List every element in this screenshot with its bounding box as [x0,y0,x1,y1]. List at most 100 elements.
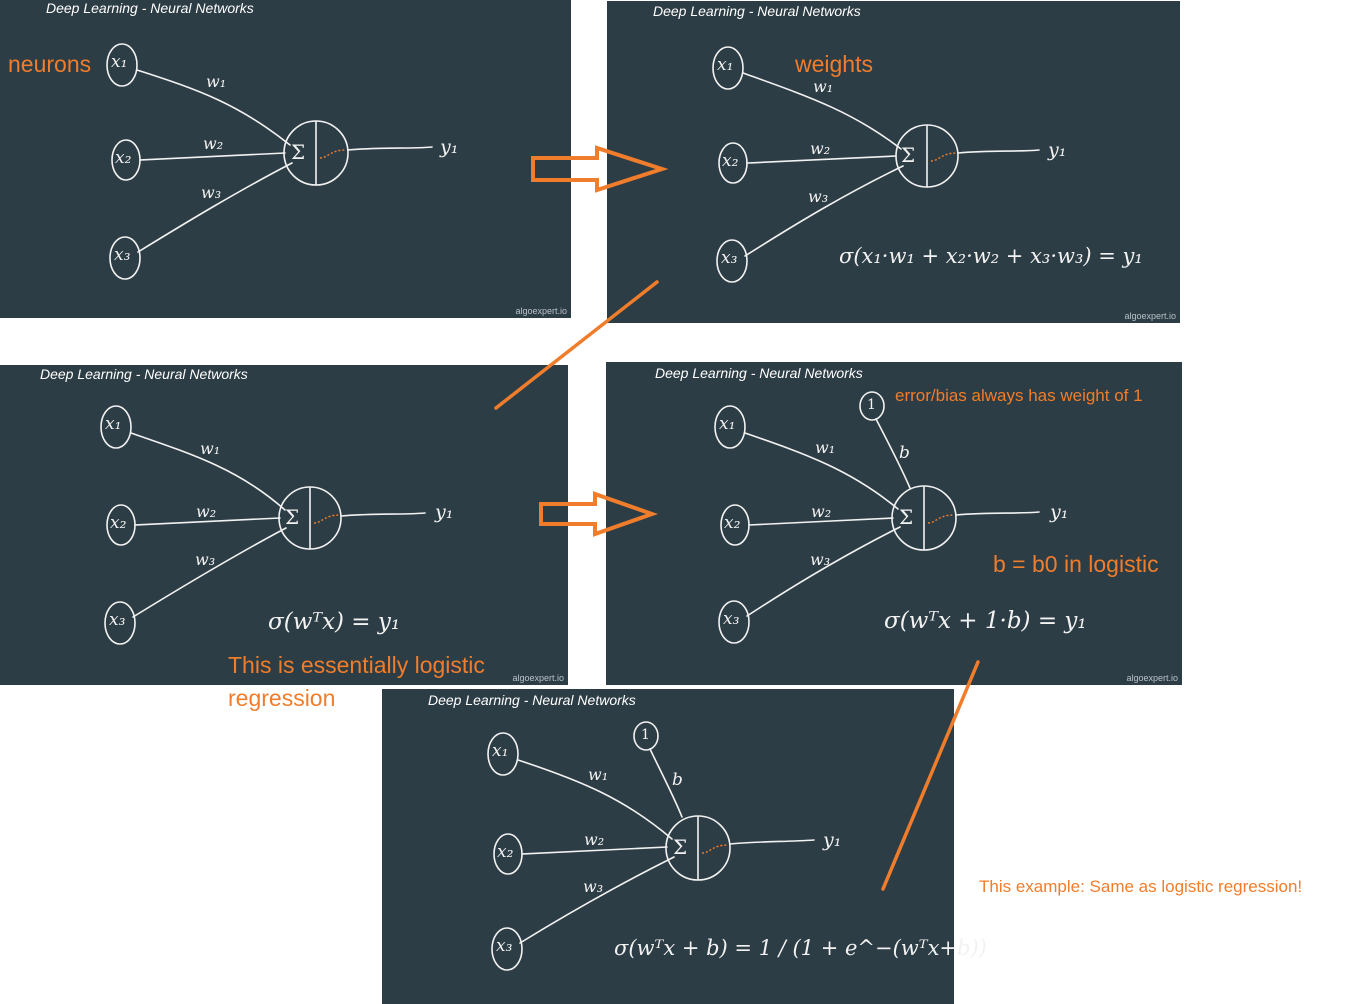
input-node-1 [712,46,744,90]
output-label: y₁ [823,829,842,851]
network-diagram [714,391,1040,644]
output-label: y₁ [1048,139,1067,161]
panel-footer: algoexpert.io [512,673,564,683]
input-label-2: x₂ [115,148,132,168]
bias-edge [649,748,683,818]
edge-1 [744,432,899,510]
weight-label-2: w₂ [203,134,224,153]
bias-node [859,391,885,421]
input-label-2: x₂ [110,513,127,533]
diagram-panel-1: Deep Learning - Neural Networks x₁ x₂ x₃… [0,0,571,318]
diagram-panel-4: Deep Learning - Neural Networks x₁ x₂ x₃… [606,362,1182,685]
input-label-2: x₂ [724,513,741,533]
edge-2 [746,155,897,164]
panel-title: Deep Learning - Neural Networks [655,365,863,381]
bias-node [633,721,659,751]
formula: σ(x₁·w₁ + x₂·w₂ + x₃·w₃) = y₁ [839,244,1143,268]
network-diagram [100,405,426,645]
weight-label-1: w₁ [813,77,834,96]
input-label-1: x₁ [719,414,736,434]
panel-title: Deep Learning - Neural Networks [428,692,636,708]
weight-label-3: w₃ [201,183,222,202]
network-diagram [106,43,433,280]
formula: σ(wᵀx) = y₁ [268,609,401,635]
input-label-2: x₂ [722,151,739,171]
input-label-1: x₁ [111,52,128,72]
sum-symbol: Σ [901,143,916,167]
output-edge [957,149,1040,154]
input-label-3: x₃ [109,610,126,630]
output-edge [347,146,433,151]
bias-edge [875,418,911,489]
input-label-1: x₁ [105,414,122,434]
sum-symbol: Σ [899,505,914,529]
output-edge [729,839,815,845]
panel-title: Deep Learning - Neural Networks [46,0,254,16]
diagram-panel-2: Deep Learning - Neural Networks x₁ x₂ x₃… [607,1,1180,323]
panel-title: Deep Learning - Neural Networks [40,366,248,382]
sum-symbol: Σ [291,140,306,164]
input-node-3 [718,600,750,644]
weight-label-1: w₁ [815,438,836,457]
weight-label-2: w₂ [196,502,217,521]
edge-3 [746,526,901,617]
sum-symbol: Σ [673,835,688,859]
input-label-3: x₃ [114,245,131,265]
annotation-bias-note: error/bias always has weight of 1 [895,386,1143,405]
input-node-3 [716,239,748,283]
input-node-1 [714,405,746,449]
weight-label-1: w₁ [200,439,221,458]
edge-2 [134,517,281,526]
bias-label: b [672,770,683,790]
annotation-neurons: neurons [8,51,92,77]
edge-3 [744,165,904,257]
panel-title: Deep Learning - Neural Networks [653,3,861,19]
formula: σ(wᵀx + b) = 1 / (1 + e^−(wᵀx+b)) [614,936,987,960]
weight-label-2: w₂ [811,502,832,521]
formula: σ(wᵀx + 1·b) = y₁ [884,608,1087,634]
weight-label-2: w₂ [584,830,605,849]
edge-2 [139,152,286,161]
weight-label-1: w₁ [588,765,609,784]
edge-3 [137,162,293,253]
weight-label-3: w₃ [810,550,831,569]
edge-1 [742,72,902,150]
diagram-panel-5: Deep Learning - Neural Networks x₁ x₂ x₃… [382,689,987,1004]
edge-1 [136,69,291,146]
weight-label-3: w₃ [195,550,216,569]
bias-node-label: 1 [867,397,876,413]
edge-3 [132,527,287,618]
input-node-3 [491,927,523,971]
input-node-1 [487,732,519,776]
edge-2 [748,517,894,526]
diagram-panel-3: Deep Learning - Neural Networks x₁ x₂ x₃… [0,365,568,685]
input-node-3 [104,601,136,645]
panel-footer: algoexpert.io [1124,311,1176,321]
output-edge [955,511,1040,516]
edge-1 [517,759,673,840]
input-node-1 [100,405,132,449]
annotation-logistic-note-line2: regression [228,685,336,711]
weight-label-2: w₂ [810,139,831,158]
weight-label-1: w₁ [206,72,227,91]
weight-label-3: w₃ [583,877,604,896]
weight-label-3: w₃ [808,187,829,206]
input-label-1: x₁ [492,741,509,761]
annotation-b-note: b = b0 in logistic [993,551,1159,577]
input-label-3: x₃ [723,609,740,629]
input-label-2: x₂ [497,842,514,862]
bias-node-label: 1 [641,727,650,743]
bias-label: b [899,443,910,463]
input-node-1 [106,43,138,87]
network-diagram [712,46,1040,283]
network-diagram [487,721,815,971]
edge-1 [130,432,286,511]
input-label-3: x₃ [496,936,513,956]
annotation-logistic-note-line1: This is essentially logistic [228,652,485,678]
annotation-example-note: This example: Same as logistic regressio… [979,877,1303,896]
edge-3 [519,856,675,944]
annotation-weights: weights [795,51,873,77]
panel-footer: algoexpert.io [1126,673,1178,683]
input-node-3 [109,236,141,280]
output-label: y₁ [1050,501,1069,523]
